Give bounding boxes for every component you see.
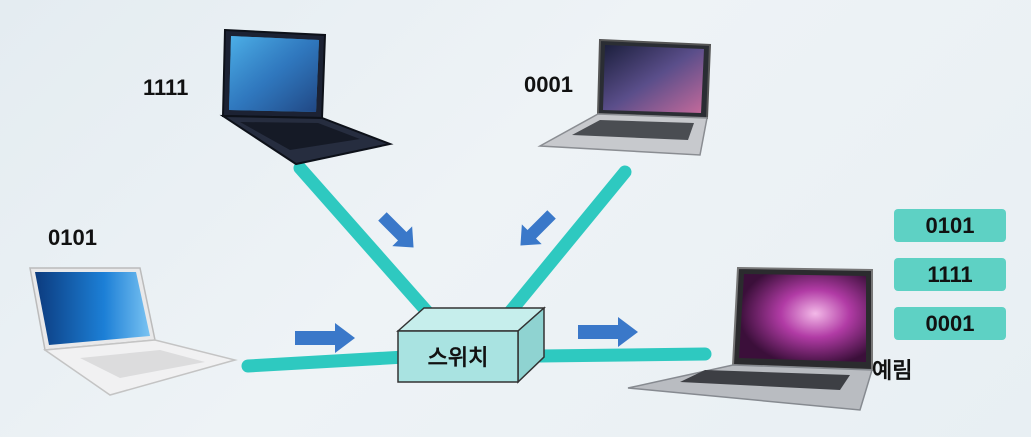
queue-box-1 — [894, 258, 1006, 291]
link-left — [241, 350, 412, 373]
laptop-top-right — [537, 38, 712, 156]
received-queue: 0101 1111 0001 — [894, 209, 1006, 340]
laptop-left — [29, 267, 238, 396]
link-top-left — [293, 161, 437, 322]
flow-arrows — [295, 210, 638, 353]
switch-box: 스위치 — [396, 306, 546, 384]
arrow-from-top-left — [378, 212, 414, 248]
queue-box-2 — [894, 307, 1006, 340]
queue-box-0 — [894, 209, 1006, 242]
arrow-to-right — [578, 317, 638, 347]
switch-front-face — [397, 330, 519, 383]
arrow-from-top-right — [520, 210, 556, 246]
label-left: 0101 — [48, 225, 97, 250]
link-right — [533, 347, 712, 363]
label-top-right: 0001 — [524, 72, 573, 97]
connection-lines — [241, 161, 712, 373]
switch-label: 스위치 — [428, 345, 489, 370]
laptop-right — [627, 266, 873, 411]
label-right: 예림 — [872, 358, 912, 383]
label-top-left: 1111 — [143, 75, 188, 100]
queue-item-1: 1111 — [927, 262, 972, 287]
arrow-from-left — [295, 323, 355, 353]
queue-item-2: 0001 — [926, 311, 975, 336]
queue-item-0: 0101 — [926, 213, 975, 238]
laptop-top-left — [219, 28, 394, 166]
link-top-right — [503, 165, 632, 319]
